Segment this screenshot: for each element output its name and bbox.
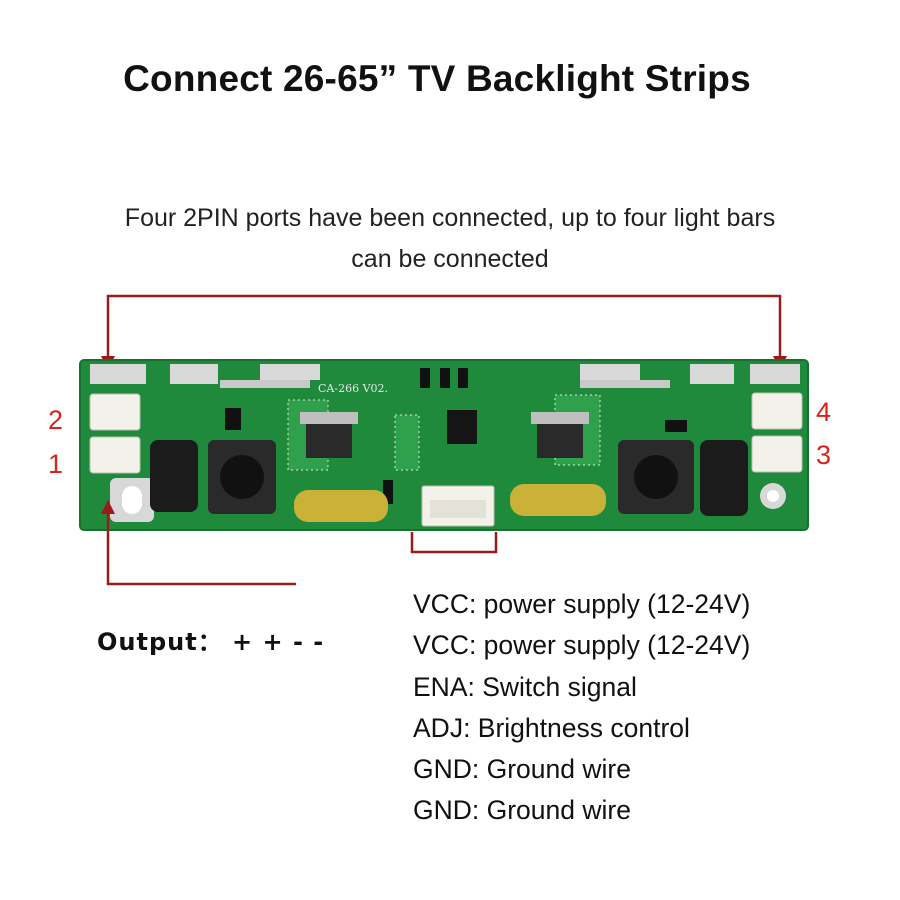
pin-item: GND: Ground wire xyxy=(413,754,631,785)
port-number-3: 3 xyxy=(816,440,832,470)
output-arrow xyxy=(101,500,296,586)
page-title: Connect 26-65” TV Backlight Strips xyxy=(123,58,751,99)
pin-item: GND: Ground wire xyxy=(413,795,631,826)
pin-list: VCC: power supply (12-24V) VCC: power su… xyxy=(413,584,750,832)
port-number-2: 2 xyxy=(48,405,64,435)
subtitle-note: Four 2PIN ports have been connected, up … xyxy=(124,204,776,273)
output-polarity: Output： + + - - xyxy=(97,628,325,656)
pcb-board: CA-266 V02. xyxy=(79,359,809,531)
center-connector-bracket xyxy=(410,532,498,554)
pin-item: VCC: power supply (12-24V) xyxy=(413,630,751,661)
port-number-4: 4 xyxy=(816,397,832,427)
pin-item: ENA: Switch signal xyxy=(413,671,637,702)
pin-item: ADJ: Brightness control xyxy=(413,712,690,743)
port-number-1: 1 xyxy=(48,449,64,479)
pin-item: VCC: power supply (12-24V) xyxy=(413,589,751,619)
board-model-label: CA-266 V02. xyxy=(318,382,388,395)
top-bracket-arrow xyxy=(101,294,787,370)
